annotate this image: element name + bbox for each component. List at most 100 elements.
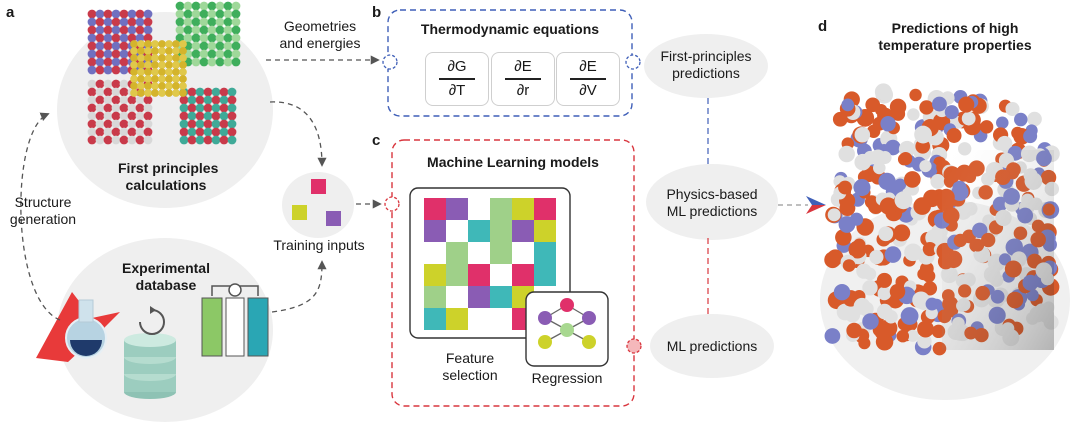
lattice-atom (127, 119, 137, 129)
lattice-atom (144, 40, 152, 48)
lattice-atom (95, 41, 105, 51)
cube-atom (838, 180, 852, 195)
cube-atom (917, 320, 934, 338)
lattice-atom (127, 103, 137, 113)
lattice-atom (211, 119, 221, 129)
lattice-atom (143, 103, 153, 113)
lattice-atom (223, 9, 233, 19)
grid-cell (424, 220, 446, 242)
lattice-atom (87, 33, 97, 43)
lattice-atom (187, 127, 197, 137)
experimental-label: Experimental database (118, 260, 214, 294)
lattice-atom (211, 95, 221, 105)
lattice-atom (215, 49, 225, 59)
lattice-atom (219, 135, 229, 145)
lattice-atom (165, 82, 173, 90)
lattice-atom (158, 47, 166, 55)
lattice-atom (111, 135, 121, 145)
lattice-atom (219, 111, 229, 121)
first-principles-line2: calculations (125, 177, 207, 193)
lattice-atom (119, 65, 129, 75)
lattice-atom (199, 49, 209, 59)
lattice-atom (223, 41, 233, 51)
grid-cell (490, 198, 512, 220)
lattice-atom (87, 135, 97, 145)
lattice-atom (179, 119, 189, 129)
ml-predictions-label: ML predictions (666, 338, 758, 354)
lattice-atom (179, 89, 187, 97)
first-principles-label: First principles calculations (118, 160, 218, 194)
cube-atom (854, 127, 871, 143)
lattice-atom (179, 111, 189, 121)
lattice-atom (119, 33, 129, 43)
lattice-atom (151, 40, 159, 48)
lattice-atom (95, 135, 105, 145)
lattice-atom (144, 47, 152, 55)
lattice-atom (87, 103, 97, 113)
grid-cell (446, 220, 468, 242)
cube-atom (846, 322, 862, 339)
lattice-atom (103, 65, 113, 75)
cube-atom (907, 108, 920, 121)
cube-atom (919, 100, 934, 115)
lattice-atom (144, 89, 152, 97)
equation-2-numerator: ∂E (514, 58, 532, 76)
cube-atom (891, 106, 906, 121)
ml-title: Machine Learning models (427, 154, 599, 170)
lattice-atom (130, 40, 138, 48)
grid-cell (424, 264, 446, 286)
lattice-atom (199, 1, 209, 11)
grid-cell (424, 242, 446, 264)
lattice-atom (203, 111, 213, 121)
lattice-atom (187, 135, 197, 145)
lattice-atom (144, 82, 152, 90)
lattice-atom (151, 47, 159, 55)
lattice-atom (87, 87, 97, 97)
lattice-atom (95, 87, 105, 97)
lattice-atom (151, 54, 159, 62)
lattice-atom (130, 82, 138, 90)
cube-atom (1005, 101, 1020, 117)
lattice-atom (143, 111, 153, 121)
lattice-atom (165, 75, 173, 83)
lattice-atom (211, 127, 221, 137)
lattice-atom (195, 111, 205, 121)
lattice-atom (103, 17, 113, 27)
cube-atom (896, 329, 910, 343)
grid-cell (512, 198, 534, 220)
lattice-atom (143, 95, 153, 105)
cube-atom (884, 246, 902, 263)
lattice-atom (219, 87, 229, 97)
cube-atom (878, 151, 892, 165)
lattice-atom (111, 17, 121, 27)
cube-atom (898, 151, 913, 166)
lattice-atom (151, 61, 159, 69)
lattice-atom (127, 111, 137, 121)
grid-cell (468, 220, 490, 242)
feature-selection-line2: selection (442, 367, 498, 383)
lattice-atom (172, 47, 180, 55)
lattice-atom (95, 111, 105, 121)
grid-cell (468, 286, 490, 308)
lattice-atom (119, 25, 129, 35)
lattice-atom (207, 17, 217, 27)
physics-ml-line1: Physics-based (666, 186, 758, 202)
cube-atom (1023, 129, 1038, 144)
training-inputs-label: Training inputs (273, 237, 365, 253)
lattice-atom (191, 41, 201, 51)
lattice-atom (191, 17, 201, 27)
cube-atom (856, 263, 872, 279)
lattice-atom (211, 135, 221, 145)
lattice-atom (137, 82, 145, 90)
lattice-atom (187, 103, 197, 113)
lattice-atom (119, 41, 129, 51)
lattice-atom (179, 135, 189, 145)
lattice-atom (137, 68, 145, 76)
lattice-atom (144, 61, 152, 69)
physics-ml-label: Physics-based ML predictions (648, 186, 776, 220)
cube-atom (878, 172, 896, 191)
cube-atom (996, 135, 1013, 152)
cube-atom (833, 283, 851, 301)
lattice-atom (227, 135, 237, 145)
grid-cell (490, 220, 512, 242)
